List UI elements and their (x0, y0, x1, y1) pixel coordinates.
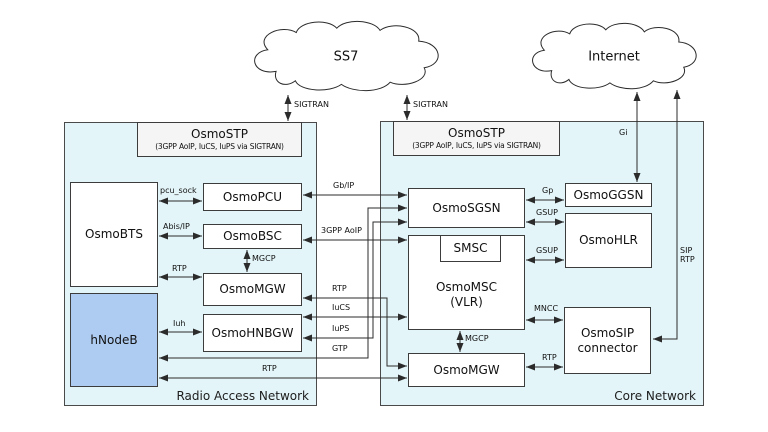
node-osmopcu: OsmoPCU (203, 183, 302, 211)
label-mgcp-core: MGCP (465, 334, 489, 343)
region-core-label: Core Network (614, 389, 696, 403)
osmosip-connector-label: connector (577, 340, 638, 355)
label-sip: SIP (680, 246, 693, 255)
label-iuh: Iuh (173, 319, 186, 328)
osmosip-label: OsmoSIP (580, 325, 635, 340)
node-hnodeb: hNodeB (70, 293, 158, 387)
internet-cloud-label: Internet (588, 49, 640, 65)
osmostp-core-title: OsmoSTP (448, 126, 505, 140)
label-gp: Gp (542, 186, 554, 195)
label-rtp-bts: RTP (172, 264, 187, 273)
label-rtp-hnodeb: RTP (262, 364, 277, 373)
label-gsup-sgsn: GSUP (536, 208, 558, 217)
label-gi: Gi (619, 128, 628, 137)
label-gtp: GTP (332, 344, 348, 353)
node-osmomgw-ran: OsmoMGW (203, 273, 302, 306)
label-sigtran-core: SIGTRAN (413, 100, 448, 109)
osmomgw-core-label: OsmoMGW (433, 362, 500, 377)
node-osmohnbgw: OsmoHNBGW (203, 314, 302, 352)
osmomsc-vlr-label: (VLR) (450, 294, 483, 309)
label-abis: Abis/IP (163, 222, 190, 231)
node-osmohlr: OsmoHLR (565, 213, 652, 268)
osmostp-ran-subtitle: (3GPP AoIP, IuCS, IuPS via SIGTRAN) (155, 142, 284, 151)
osmohnbgw-label: OsmoHNBGW (211, 325, 294, 340)
label-mncc: MNCC (534, 304, 559, 313)
node-osmobts: OsmoBTS (70, 182, 158, 287)
osmostp-core-subtitle: (3GPP AoIP, IuCS, IuPS via SIGTRAN) (412, 141, 541, 150)
osmosgsn-label: OsmoSGSN (432, 200, 501, 215)
label-iucs: IuCS (332, 303, 351, 312)
label-rtp-mgw: RTP (332, 284, 347, 293)
osmopcu-label: OsmoPCU (222, 189, 283, 204)
osmobsc-label: OsmoBSC (223, 229, 282, 243)
label-sigtran-ran: SIGTRAN (294, 100, 329, 109)
hnodeb-label: hNodeB (90, 332, 138, 347)
node-osmomsc: SMSC OsmoMSC (VLR) (408, 235, 525, 330)
node-osmomgw-core: OsmoMGW (408, 353, 525, 387)
osmomsc-label: OsmoMSC (435, 279, 498, 294)
label-sip-rtp-line2: RTP (680, 255, 695, 264)
node-osmosip-connector: OsmoSIP connector (564, 307, 651, 374)
node-osmosgsn: OsmoSGSN (408, 188, 525, 228)
node-osmostp-core: OsmoSTP (3GPP AoIP, IuCS, IuPS via SIGTR… (393, 121, 560, 156)
node-osmobsc: OsmoBSC (203, 224, 302, 249)
osmoggsn-label: OsmoGGSN (573, 187, 644, 202)
smsc-label: SMSC (453, 241, 488, 255)
node-osmoggsn: OsmoGGSN (565, 183, 652, 207)
label-gsup-msc: GSUP (536, 246, 558, 255)
label-iups: IuPS (332, 324, 350, 333)
osmohlr-label: OsmoHLR (579, 233, 638, 247)
label-mgcp-ran: MGCP (252, 254, 276, 263)
osmostp-ran-title: OsmoSTP (191, 127, 248, 141)
label-rtp-core: RTP (542, 353, 557, 362)
node-smsc: SMSC (440, 235, 501, 262)
region-ran-label: Radio Access Network (176, 389, 309, 403)
osmomgw-ran-label: OsmoMGW (219, 282, 286, 296)
label-sip-rtp: SIP RTP (680, 246, 695, 264)
ss7-cloud-label: SS7 (333, 49, 359, 65)
label-pcu-sock: pcu_sock (160, 186, 197, 195)
label-gb-ip: Gb/IP (333, 181, 355, 190)
osmobts-label: OsmoBTS (85, 227, 143, 241)
label-3gpp-aoip: 3GPP AoIP (321, 226, 362, 235)
node-osmostp-ran: OsmoSTP (3GPP AoIP, IuCS, IuPS via SIGTR… (137, 122, 302, 157)
